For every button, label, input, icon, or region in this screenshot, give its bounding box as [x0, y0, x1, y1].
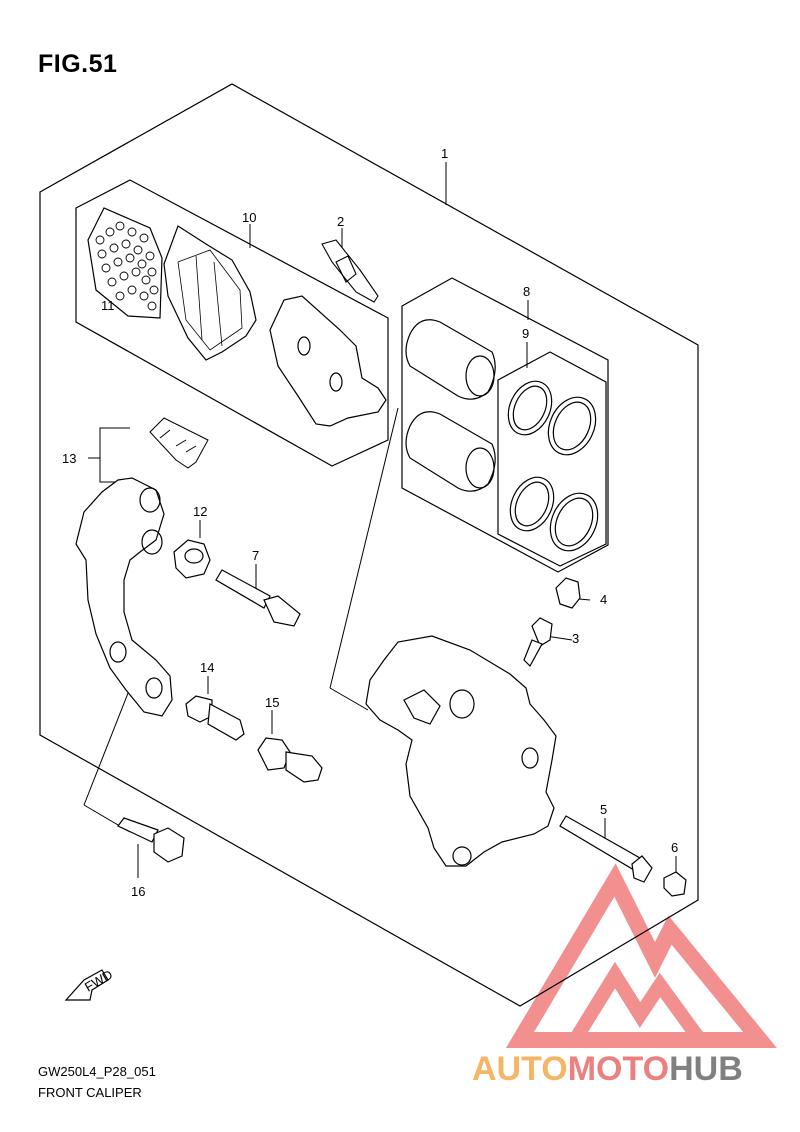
boot-part-12	[173, 539, 211, 579]
callout-3: 3	[572, 631, 579, 646]
slide-pin-part-5	[559, 815, 653, 883]
piston-box	[401, 277, 609, 573]
pad-clip-part-13	[149, 417, 209, 469]
pad-set-box	[75, 179, 389, 467]
callout-12: 12	[193, 504, 207, 519]
caliper-body	[365, 635, 557, 867]
pin-part-7	[215, 569, 301, 627]
caliper-bracket	[75, 477, 173, 717]
seal-box	[497, 351, 607, 567]
callout-2: 2	[337, 214, 344, 229]
callout-7: 7	[252, 548, 259, 563]
callout-11: 11	[101, 298, 115, 313]
watermark-part-hub: HUB	[669, 1050, 743, 1088]
callout-10: 10	[242, 210, 256, 225]
callout-5: 5	[600, 802, 607, 817]
callout-14: 14	[200, 660, 214, 675]
callout-9: 9	[522, 326, 529, 341]
boot-part-6	[663, 871, 687, 897]
bolt-part-15	[257, 737, 323, 783]
watermark-part-moto: MOTO	[567, 1050, 670, 1088]
callout-13: 13	[62, 451, 76, 466]
watermark-part-auto: AUTO	[472, 1050, 568, 1088]
callout-15: 15	[265, 695, 279, 710]
figure-title: FIG.51	[38, 50, 118, 78]
bleeder-valve-part-3	[523, 617, 553, 667]
callout-16: 16	[131, 884, 145, 899]
forward-arrow-icon: FWD	[64, 967, 115, 1001]
callout-1: 1	[441, 146, 448, 161]
bleeder-cap-part-4	[555, 577, 581, 609]
watermark-logo	[505, 863, 777, 1048]
brake-pad-rear	[269, 295, 387, 427]
diagram-caption: FRONT CALIPER	[38, 1085, 142, 1100]
callout-6: 6	[671, 840, 678, 855]
piston-upper	[405, 319, 496, 400]
piston-seals	[507, 380, 599, 552]
diagram-code: GW250L4_P28_051	[38, 1064, 156, 1079]
callout-4: 4	[600, 592, 607, 607]
pad-spring-part-2	[321, 239, 379, 303]
callout-8: 8	[523, 284, 530, 299]
main-assembly-outline	[39, 83, 699, 1007]
callout-labels: 1 2 3 4 5 6 7 8 9 10 11 12 13 14 15 16	[62, 146, 678, 899]
piston-lower	[405, 411, 496, 492]
bolt-part-14	[185, 695, 245, 741]
bolt-part-16	[117, 817, 185, 863]
watermark-text: AUTOMOTOHUB	[472, 1050, 743, 1089]
brake-pad-front	[163, 225, 257, 361]
fwd-label: FWD	[82, 967, 115, 995]
shim-part-11	[87, 207, 163, 319]
